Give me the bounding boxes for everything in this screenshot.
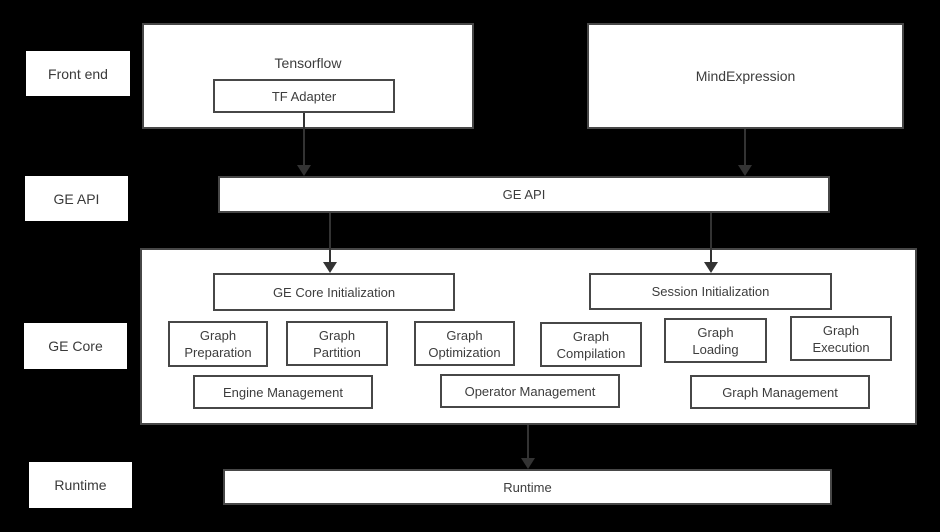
arrow-shaft (329, 213, 331, 264)
tf-adapter-box: TF Adapter (213, 79, 395, 113)
side-label-ge-core: GE Core (24, 323, 127, 369)
ge-api-bar: GE API (218, 176, 830, 213)
side-label-front-end: Front end (26, 51, 130, 96)
session-initialization-box: Session Initialization (589, 273, 832, 310)
ge-core-container: GE Core Initialization Session Initializ… (140, 248, 917, 425)
mindexpression-box: MindExpression (587, 23, 904, 129)
arrow-head-icon (738, 165, 752, 176)
arrow-tf-adapter-to-ge-api (297, 113, 311, 176)
arrow-shaft (303, 113, 305, 167)
arrow-head-icon (704, 262, 718, 273)
arrow-ge-core-to-runtime (521, 425, 535, 469)
arrow-shaft (527, 425, 529, 460)
arrow-shaft (744, 129, 746, 167)
arrow-head-icon (297, 165, 311, 176)
arrow-ge-api-to-ge-core-init (323, 213, 337, 273)
side-label-runtime: Runtime (29, 462, 132, 508)
arrow-shaft (710, 213, 712, 264)
tensorflow-label: Tensorflow (274, 55, 342, 71)
side-label-ge-api: GE API (25, 176, 128, 221)
operator-management-box: Operator Management (440, 374, 620, 408)
tensorflow-box: Tensorflow TF Adapter (142, 23, 474, 129)
arrow-mindexpression-to-ge-api (738, 129, 752, 176)
arrow-head-icon (323, 262, 337, 273)
runtime-bar: Runtime (223, 469, 832, 505)
engine-management-box: Engine Management (193, 375, 373, 409)
arrow-head-icon (521, 458, 535, 469)
arrow-ge-api-to-session-init (704, 213, 718, 273)
ge-core-initialization-box: GE Core Initialization (213, 273, 455, 311)
graph-management-box: Graph Management (690, 375, 870, 409)
